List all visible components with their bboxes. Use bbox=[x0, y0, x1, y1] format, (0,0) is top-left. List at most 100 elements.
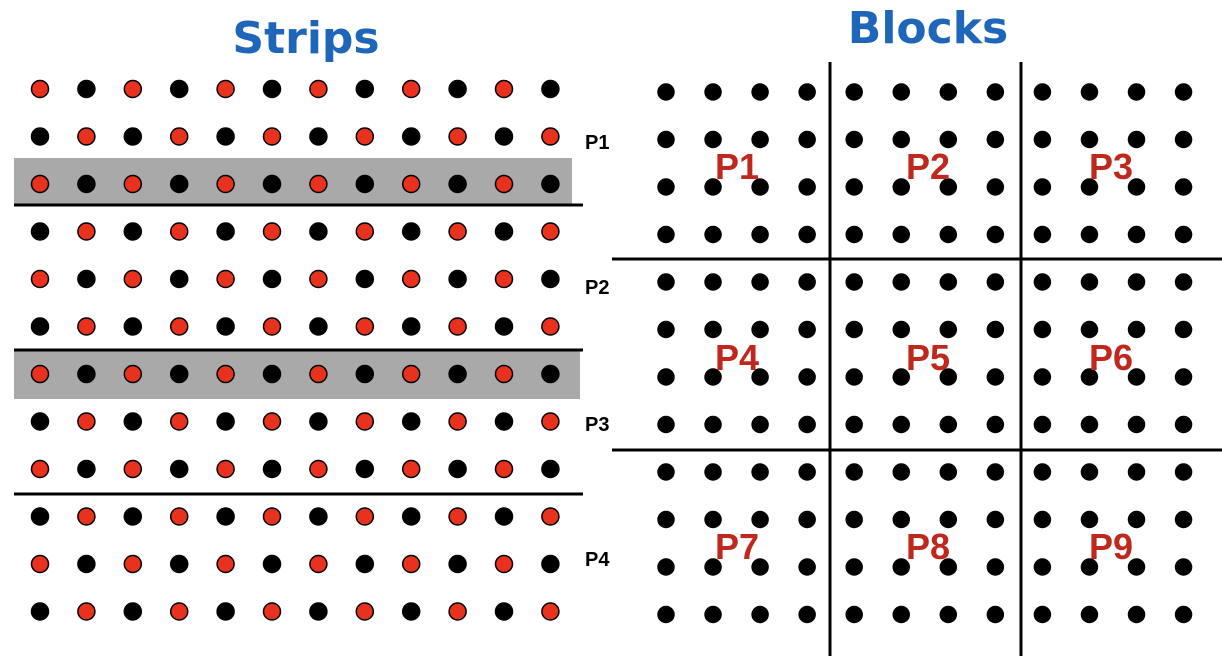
ghost-row-band-2 bbox=[14, 351, 580, 399]
red-grid-point bbox=[401, 174, 421, 194]
blocks-title: Blocks bbox=[848, 3, 1008, 54]
grid-point bbox=[704, 558, 722, 576]
grid-point bbox=[704, 178, 722, 196]
strip-label-p2: P2 bbox=[585, 277, 609, 299]
grid-point bbox=[892, 463, 910, 481]
grid-point bbox=[939, 273, 958, 291]
black-grid-point bbox=[169, 554, 189, 574]
grid-point bbox=[1033, 273, 1052, 291]
grid-point bbox=[892, 320, 910, 339]
strip-label-p3: P3 bbox=[585, 414, 609, 436]
red-grid-point bbox=[541, 222, 560, 241]
grid-point bbox=[845, 273, 863, 291]
red-grid-point bbox=[355, 507, 375, 526]
grid-point bbox=[939, 415, 958, 434]
black-grid-point bbox=[262, 269, 282, 289]
grid-point bbox=[986, 83, 1005, 101]
grid-point bbox=[1174, 178, 1193, 196]
grid-point bbox=[939, 178, 958, 196]
red-grid-point bbox=[169, 317, 189, 336]
grid-point bbox=[986, 130, 1005, 149]
black-grid-point bbox=[355, 174, 375, 194]
red-grid-point bbox=[541, 127, 560, 146]
grid-point bbox=[986, 368, 1005, 386]
grid-point bbox=[1033, 225, 1052, 244]
red-grid-point bbox=[448, 412, 467, 431]
red-grid-point bbox=[401, 554, 421, 574]
black-grid-point bbox=[401, 412, 421, 431]
grid-point bbox=[1127, 130, 1146, 149]
red-grid-point bbox=[216, 364, 235, 384]
black-grid-point bbox=[216, 602, 235, 621]
grid-point bbox=[1080, 83, 1099, 101]
red-grid-point bbox=[541, 602, 560, 621]
red-grid-point bbox=[77, 222, 96, 241]
grid-point bbox=[704, 130, 722, 149]
red-grid-point bbox=[309, 459, 328, 479]
grid-point bbox=[939, 368, 958, 386]
grid-point bbox=[1127, 225, 1146, 244]
grid-point bbox=[751, 83, 769, 101]
grid-point bbox=[1033, 558, 1052, 576]
grid-point bbox=[986, 320, 1005, 339]
grid-point bbox=[1127, 178, 1146, 196]
red-grid-point bbox=[448, 507, 467, 526]
red-grid-point bbox=[448, 222, 467, 241]
black-grid-point bbox=[401, 222, 421, 241]
black-grid-point bbox=[448, 554, 467, 574]
black-grid-point bbox=[77, 79, 96, 99]
black-grid-point bbox=[309, 507, 328, 526]
red-grid-point bbox=[541, 317, 560, 336]
black-grid-point bbox=[448, 79, 467, 99]
red-grid-point bbox=[77, 602, 96, 621]
strip-label-p1: P1 bbox=[585, 132, 609, 154]
black-grid-point bbox=[309, 412, 328, 431]
black-grid-point bbox=[216, 317, 235, 336]
grid-point bbox=[798, 415, 816, 434]
grid-point bbox=[1174, 130, 1193, 149]
grid-point bbox=[798, 273, 816, 291]
grid-point bbox=[798, 368, 816, 386]
black-grid-point bbox=[77, 269, 96, 289]
black-grid-point bbox=[77, 174, 96, 194]
grid-point bbox=[1174, 605, 1193, 624]
strip-label-p4: P4 bbox=[585, 549, 610, 571]
red-grid-point bbox=[169, 127, 189, 146]
red-grid-point bbox=[448, 602, 467, 621]
black-grid-point bbox=[77, 459, 96, 479]
red-grid-point bbox=[355, 412, 375, 431]
grid-point bbox=[939, 225, 958, 244]
grid-point bbox=[1127, 320, 1146, 339]
red-grid-point bbox=[30, 554, 50, 574]
black-grid-point bbox=[262, 554, 282, 574]
red-grid-point bbox=[262, 507, 282, 526]
grid-point bbox=[1080, 558, 1099, 576]
black-grid-point bbox=[448, 174, 467, 194]
grid-point bbox=[1127, 273, 1146, 291]
red-grid-point bbox=[309, 554, 328, 574]
grid-point bbox=[1080, 130, 1099, 149]
grid-point bbox=[1080, 605, 1099, 624]
grid-point bbox=[986, 558, 1005, 576]
red-grid-point bbox=[355, 317, 375, 336]
black-grid-point bbox=[355, 364, 375, 384]
black-grid-point bbox=[216, 222, 235, 241]
black-grid-point bbox=[262, 459, 282, 479]
black-grid-point bbox=[30, 127, 50, 146]
black-grid-point bbox=[309, 222, 328, 241]
grid-point bbox=[704, 463, 722, 481]
black-grid-point bbox=[401, 602, 421, 621]
black-grid-point bbox=[77, 554, 96, 574]
grid-point bbox=[1127, 415, 1146, 434]
red-grid-point bbox=[169, 602, 189, 621]
grid-point bbox=[1033, 178, 1052, 196]
grid-point bbox=[986, 605, 1005, 624]
red-grid-point bbox=[494, 554, 514, 574]
red-grid-point bbox=[123, 174, 143, 194]
grid-point bbox=[1127, 510, 1146, 529]
grid-point bbox=[751, 320, 769, 339]
grid-point bbox=[1033, 463, 1052, 481]
black-grid-point bbox=[262, 364, 282, 384]
